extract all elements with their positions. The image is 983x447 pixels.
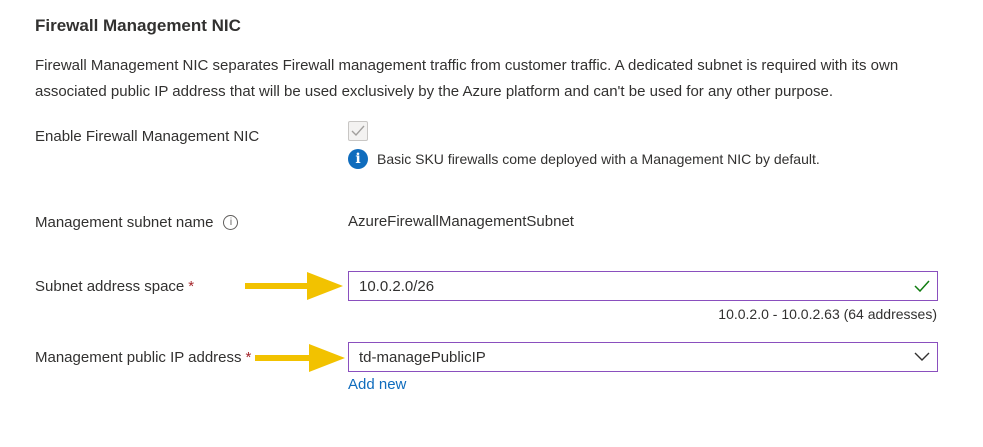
annotation-arrow [255, 344, 345, 372]
annotation-arrow [245, 272, 343, 300]
subnet-name-label: Management subnet name [35, 214, 214, 231]
required-marker: * [188, 278, 195, 295]
chevron-down-icon [907, 352, 937, 362]
public-ip-selected: td-managePublicIP [359, 348, 486, 366]
enable-nic-info-text: Basic SKU firewalls come deployed with a… [377, 151, 820, 167]
public-ip-label: Management public IP address [35, 349, 242, 366]
info-outline-icon[interactable]: i [223, 214, 239, 230]
public-ip-dropdown[interactable]: td-managePublicIP [348, 342, 938, 372]
checkmark-icon [351, 125, 365, 137]
public-ip-label-row: Management public IP address* [35, 349, 251, 366]
section-title: Firewall Management NIC [35, 16, 241, 35]
subnet-range-text: 10.0.2.0 - 10.0.2.63 (64 addresses) [718, 306, 937, 322]
subnet-space-label-row: Subnet address space* [35, 278, 194, 295]
subnet-space-label: Subnet address space [35, 278, 185, 295]
enable-nic-info: i Basic SKU firewalls come deployed with… [348, 149, 820, 169]
checkmark-icon [907, 280, 937, 292]
info-icon: i [348, 149, 368, 169]
enable-nic-checkbox[interactable] [348, 121, 368, 141]
subnet-name-value: AzureFirewallManagementSubnet [348, 213, 574, 230]
add-new-link[interactable]: Add new [348, 376, 407, 393]
subnet-address-space-input[interactable]: 10.0.2.0/26 [348, 271, 938, 301]
section-description: Firewall Management NIC separates Firewa… [35, 57, 899, 100]
required-marker: * [245, 349, 252, 366]
enable-nic-label: Enable Firewall Management NIC [35, 128, 260, 145]
subnet-address-space-value: 10.0.2.0/26 [359, 277, 435, 295]
subnet-name-label-row: Management subnet name i [35, 214, 239, 231]
